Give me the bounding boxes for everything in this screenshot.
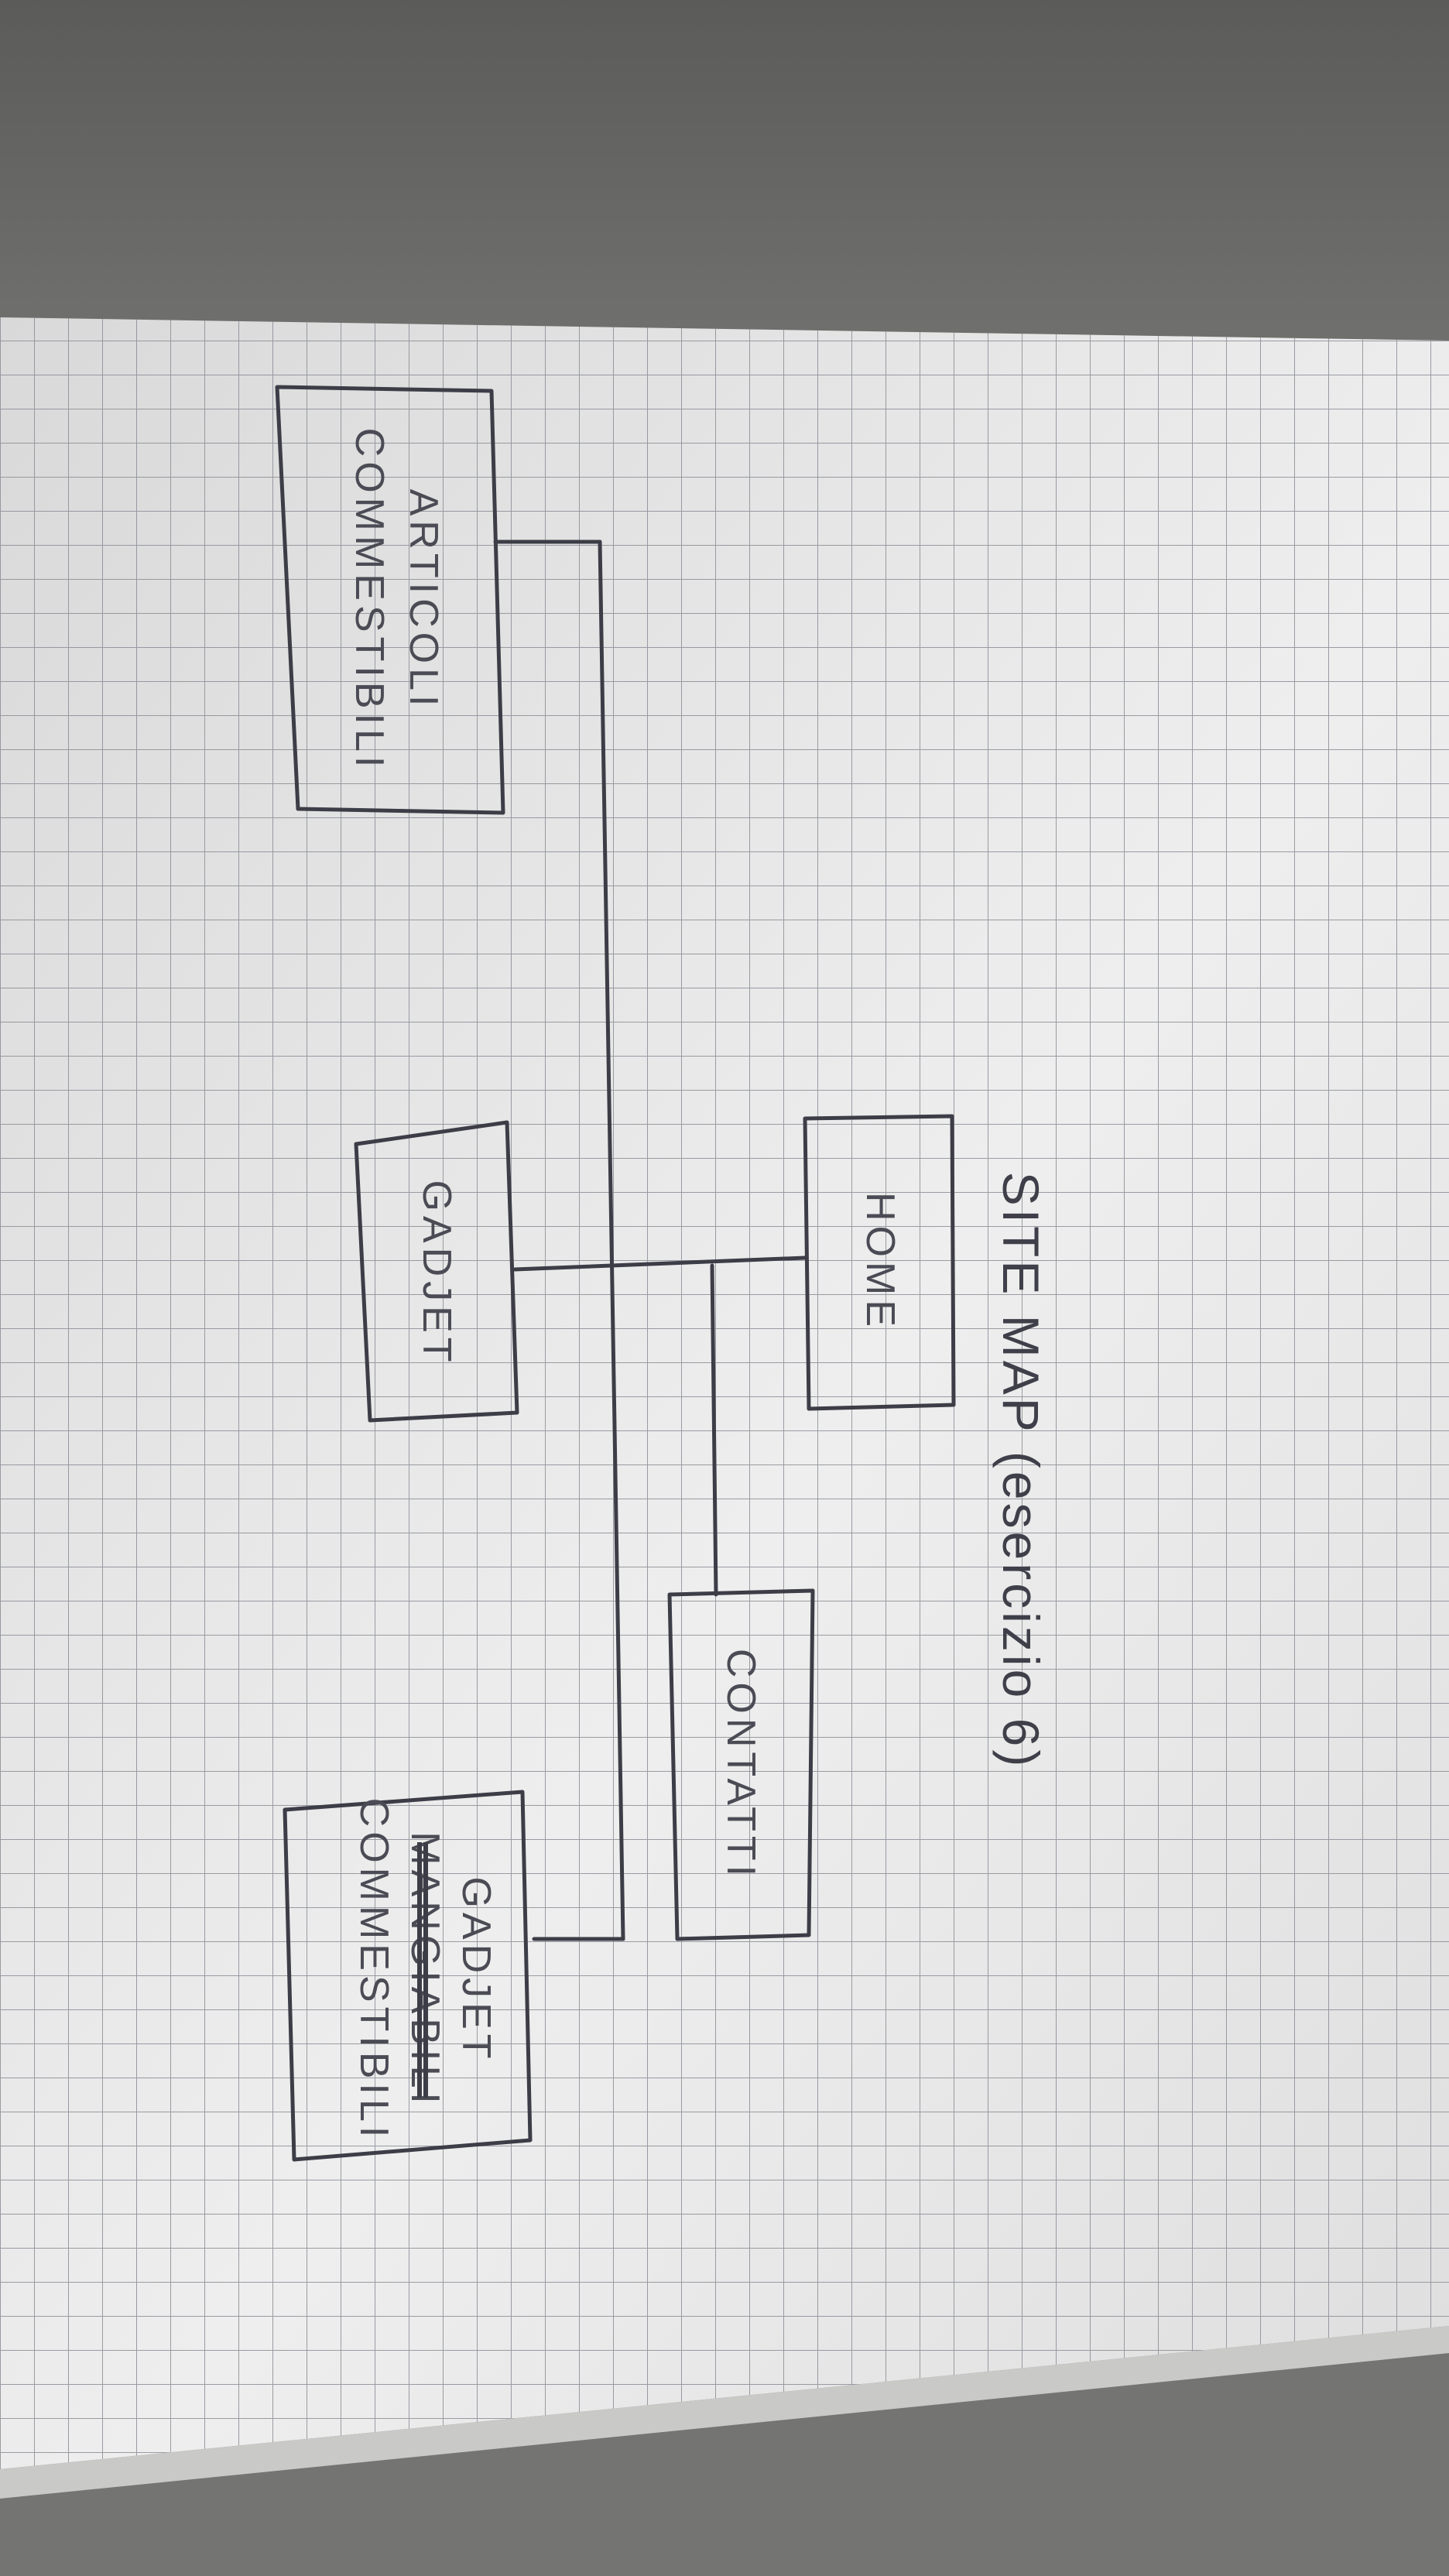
grid-lines [0,317,1449,2469]
gadjet-box [354,1120,519,1423]
connector-gadjet [512,1255,807,1272]
articoli-label-line2: COMMESTIBILI [347,428,392,772]
page-edge [0,2326,1449,2499]
gadjet-label: GADJET [414,1180,459,1366]
articoli-box [275,385,505,815]
diagram-title: SITE MAP (esercizio 6) [992,1172,1050,1770]
home-label: HOME [858,1192,903,1331]
home-box [803,1114,956,1411]
articoli-label-line1: ARTICOLI [401,489,446,711]
gadjet-commestibili-label-line1: GADJET [454,1876,498,2063]
connector-trunk [598,540,625,1941]
contatti-label: CONTATTI [718,1649,763,1881]
contatti-box [667,1588,815,1941]
gadjet-commestibili-label-line3: COMMESTIBILI [351,1798,396,2143]
gadjet-commestibili-box [283,1790,533,2162]
site-map-diagram: ARTICOLI COMMESTIBILI GADJET HOME CONTAT… [275,385,1050,2162]
connector-contatti [710,1263,718,1597]
